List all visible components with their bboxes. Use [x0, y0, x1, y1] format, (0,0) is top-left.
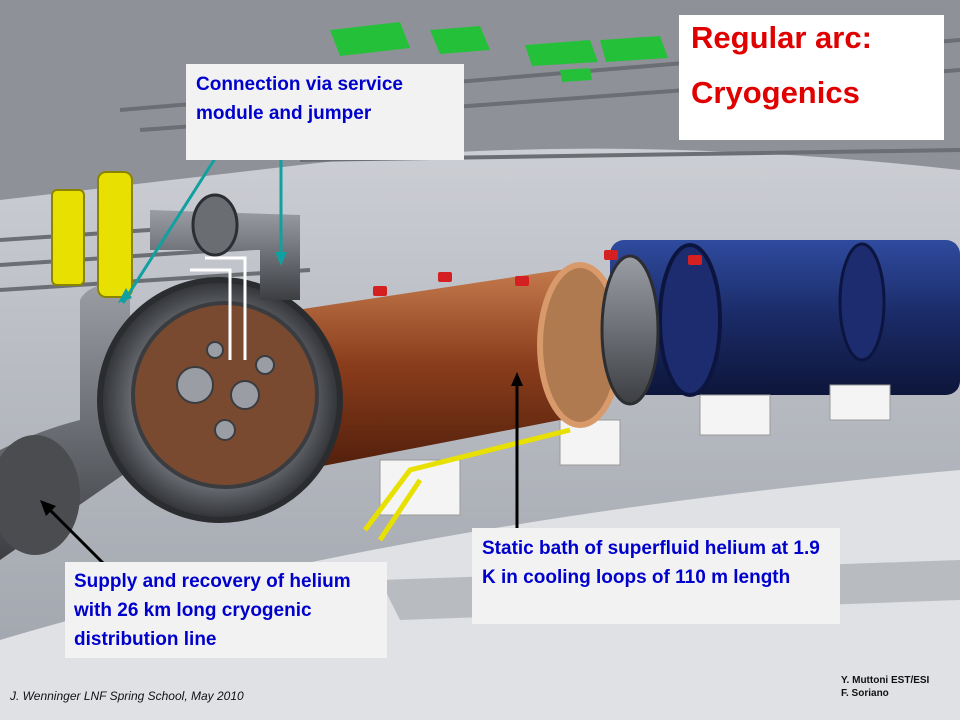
cold-mass-pipes [176, 341, 275, 441]
magnet-supports [379, 384, 891, 516]
title-line-2: Cryogenics [691, 75, 860, 110]
credit-line-1: Y. Muttoni EST/ESI [841, 675, 930, 686]
credit-line-2: F. Soriano [841, 688, 889, 699]
connection-arrow-1-head [118, 288, 132, 303]
green-support-elements [330, 22, 668, 82]
yellow-vertical-pipe [97, 171, 133, 298]
grey-interconnect-bellows [600, 254, 660, 406]
footer-citation: J. Wenninger LNF Spring School, May 2010 [10, 689, 244, 703]
supply-arrow-head [40, 500, 56, 516]
callout-connection: Connection via service module and jumper [186, 64, 464, 160]
service-module-jumper [150, 210, 300, 300]
blue-cryostat-flange-2 [838, 242, 886, 362]
connection-arrow-1 [121, 134, 232, 304]
connection-arrow-2-head [275, 252, 287, 266]
cryostat-cross-section-inner [131, 301, 319, 489]
callout-connection-text: Connection via service module and jumper [196, 74, 403, 124]
blue-cryostat-flange [658, 243, 722, 397]
red-caps [373, 250, 702, 296]
static-bath-arrow-head [511, 372, 523, 386]
title-box: Regular arc: Cryogenics [679, 15, 944, 140]
distribution-line-end [0, 435, 80, 555]
callout-supply: Supply and recovery of helium with 26 km… [65, 562, 387, 658]
callout-supply-text: Supply and recovery of helium with 26 km… [74, 571, 351, 650]
yellow-valve [51, 189, 85, 286]
supply-arrow [46, 506, 110, 570]
title-line-1: Regular arc: [691, 20, 872, 55]
service-module-flange [191, 193, 239, 257]
callout-static-bath: Static bath of superfluid helium at 1.9 … [472, 528, 840, 624]
callout-static-bath-text: Static bath of superfluid helium at 1.9 … [482, 538, 820, 588]
helium-flow-arrows [190, 256, 247, 360]
